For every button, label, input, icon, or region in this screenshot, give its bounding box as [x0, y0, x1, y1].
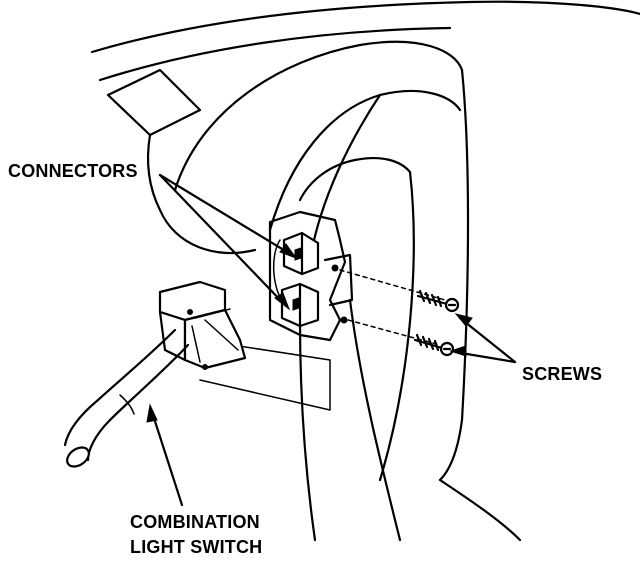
screw-brackets: [323, 253, 354, 324]
combination-switch: [158, 280, 247, 370]
screw-lower: [347, 319, 455, 357]
switch-lever: [63, 328, 190, 468]
connectors-leaders: [158, 173, 298, 311]
screw-upper: [339, 269, 460, 313]
dashboard-outline: [90, 0, 640, 255]
steering-column-outline: [173, 40, 522, 542]
combination-switch-label-line1: COMBINATION: [130, 512, 260, 532]
connector-lower: [280, 282, 320, 328]
combination-switch-label-line2: LIGHT SWITCH: [130, 537, 262, 557]
screws-leaders: [449, 313, 517, 364]
connector-upper: [282, 231, 320, 276]
connectors-label: CONNECTORS: [8, 161, 138, 181]
screws-label: SCREWS: [522, 364, 602, 384]
switch-leader: [146, 403, 184, 507]
